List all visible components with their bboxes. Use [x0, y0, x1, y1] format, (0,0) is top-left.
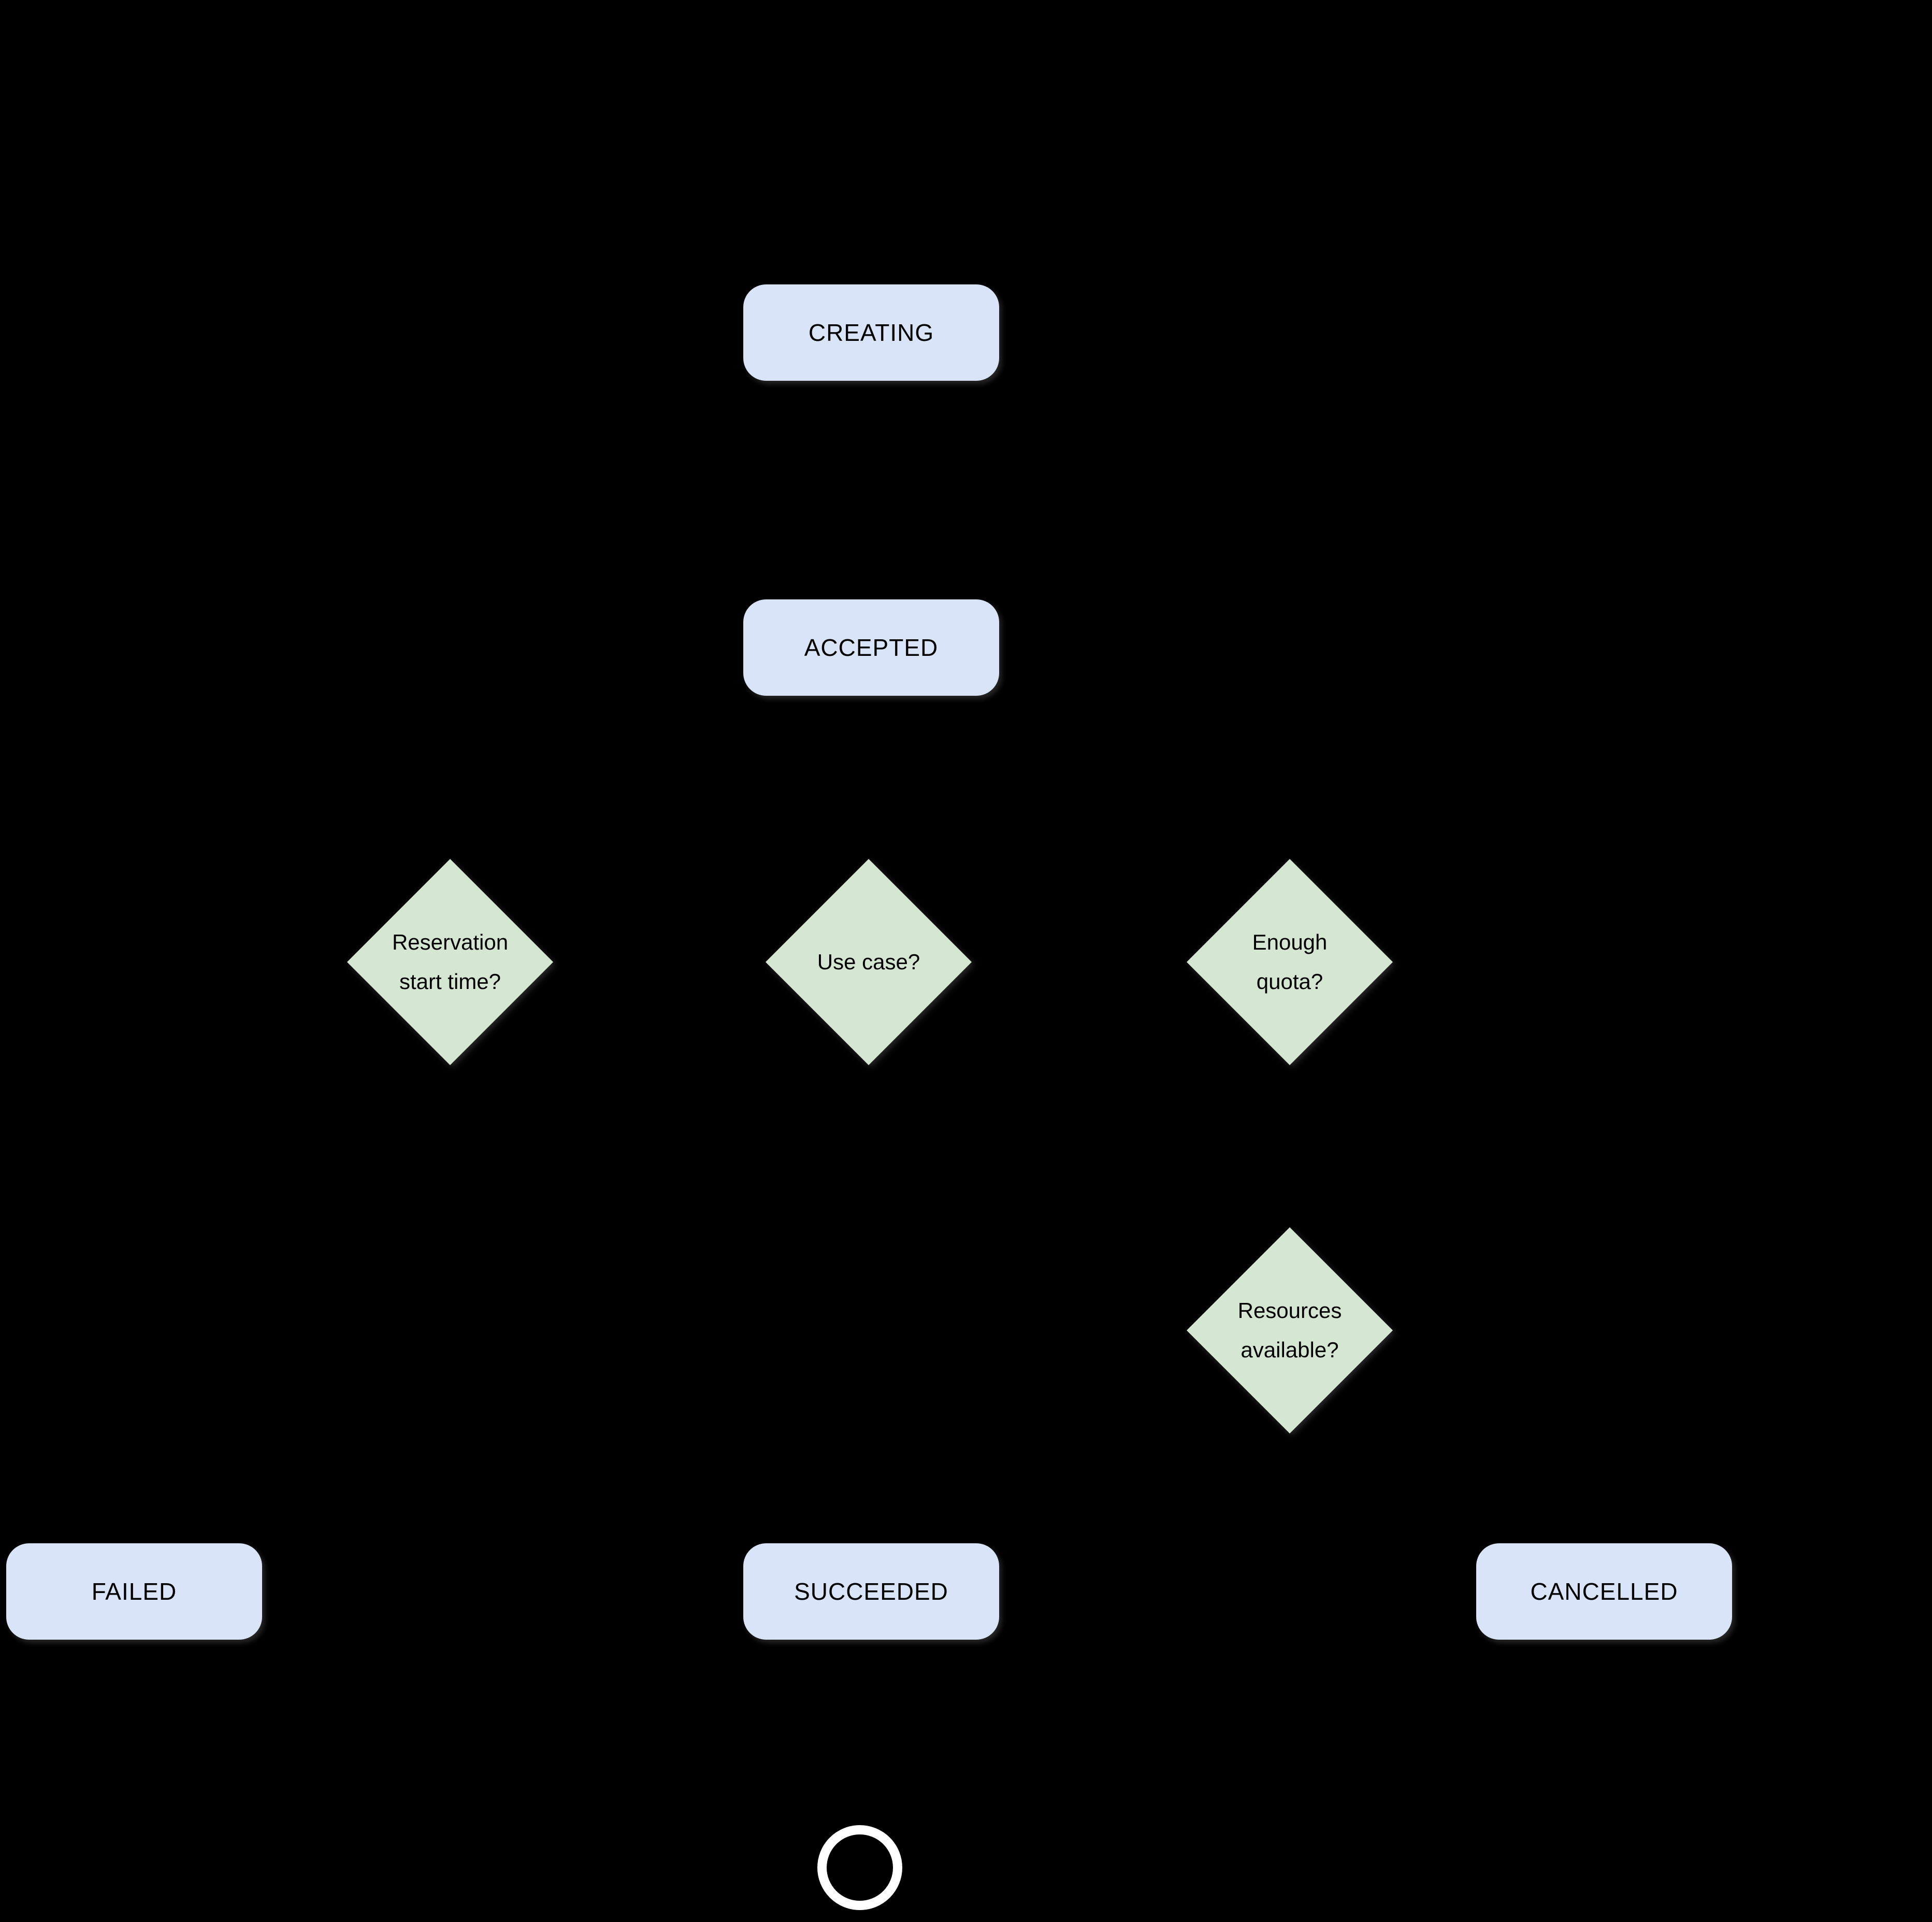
decision-resources-available: Resources available? [1187, 1227, 1393, 1433]
state-cancelled: CANCELLED [1476, 1543, 1732, 1640]
state-creating: CREATING [743, 284, 999, 381]
decision-reservation-start-time-label: Reservation start time? [392, 930, 509, 994]
state-creating-label: CREATING [808, 319, 934, 346]
decision-resources-available-label: Resources available? [1237, 1298, 1342, 1362]
state-succeeded: SUCCEEDED [743, 1543, 999, 1640]
decision-enough-quota: Enough quota? [1187, 859, 1393, 1065]
decision-enough-quota-label: Enough quota? [1252, 930, 1328, 994]
state-accepted-label: ACCEPTED [804, 634, 939, 661]
decision-use-case: Use case? [766, 859, 972, 1065]
state-failed-label: FAILED [91, 1578, 177, 1605]
decision-use-case-label: Use case? [817, 950, 920, 974]
end-state-circle [817, 1825, 902, 1910]
diamond-shape: Reservation start time? [347, 859, 553, 1065]
decision-reservation-start-time: Reservation start time? [347, 859, 553, 1065]
state-cancelled-label: CANCELLED [1530, 1578, 1678, 1605]
state-succeeded-label: SUCCEEDED [794, 1578, 948, 1605]
diamond-shape: Use case? [766, 859, 972, 1065]
state-accepted: ACCEPTED [743, 599, 999, 696]
diamond-shape: Resources available? [1187, 1227, 1393, 1433]
diamond-shape: Enough quota? [1187, 859, 1393, 1065]
state-failed: FAILED [6, 1543, 262, 1640]
